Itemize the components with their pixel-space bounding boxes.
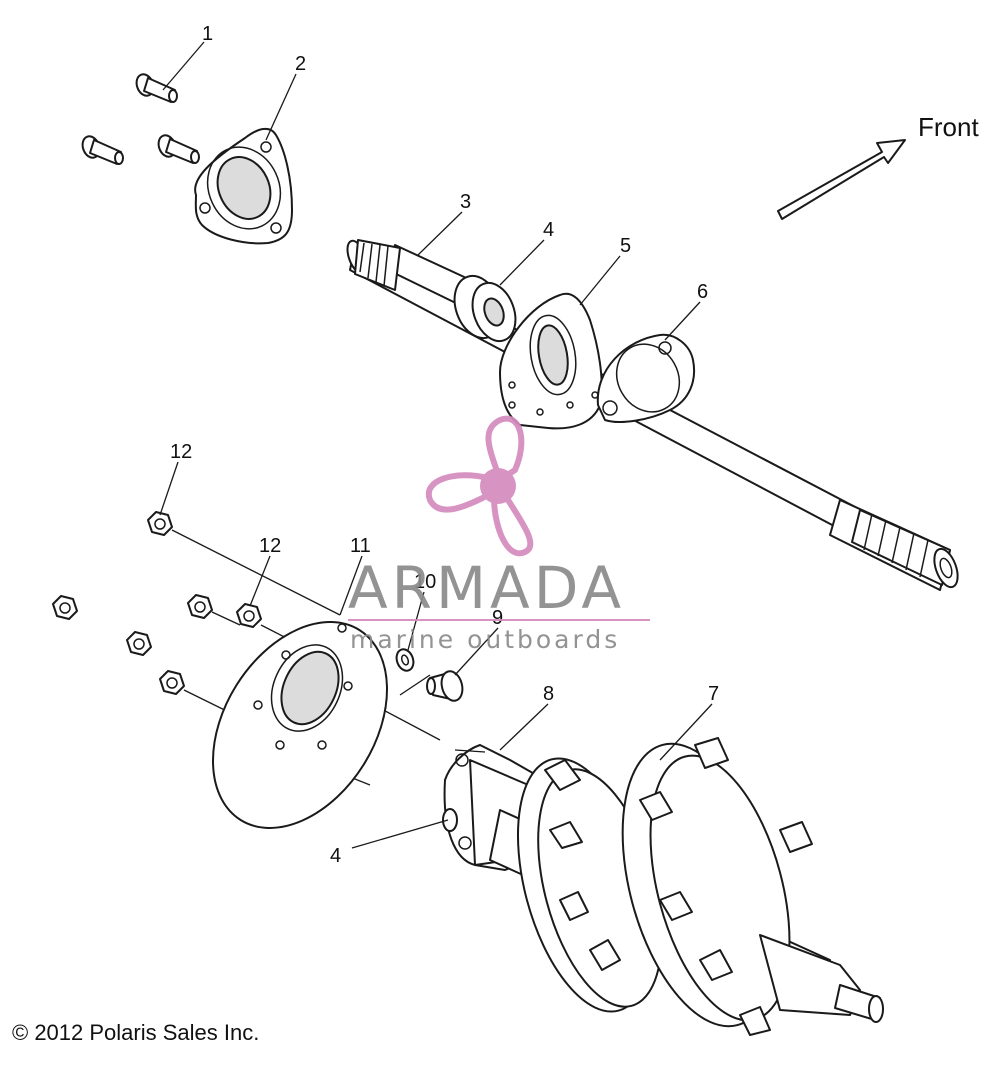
nut-part-12a (147, 511, 173, 536)
nut-part-12b (236, 603, 262, 628)
callout-10: 10 (414, 571, 436, 593)
callout-9: 9 (492, 607, 503, 629)
front-arrow (777, 139, 906, 220)
callout-6: 6 (697, 281, 708, 303)
propeller-logo (425, 415, 534, 557)
washer-part-10 (395, 648, 415, 672)
nut-unlabeled-2 (187, 594, 213, 619)
gasket-part-6 (596, 333, 695, 423)
drive-sprocket-part-7 (489, 737, 884, 1036)
callout-5: 5 (620, 235, 631, 257)
watermark-brand: ARMADA (348, 554, 625, 622)
plate-part-11 (212, 621, 388, 829)
callout-2: 2 (295, 53, 306, 75)
bearing-part-4-lower (442, 808, 458, 832)
screw-part-1c (157, 134, 200, 164)
armada-watermark: ARMADA marine outboards (348, 415, 650, 654)
bearing-flange-part-5 (499, 292, 603, 430)
screw-part-1a (135, 73, 178, 103)
pin-part-9 (426, 670, 464, 702)
front-label: Front (918, 112, 979, 142)
callout-12-lower: 12 (259, 535, 281, 557)
callout-7: 7 (708, 683, 719, 705)
callout-4-lower: 4 (330, 845, 341, 867)
callout-4-upper: 4 (543, 219, 554, 241)
nut-unlabeled-4 (159, 670, 185, 695)
copyright-text: © 2012 Polaris Sales Inc. (12, 1020, 259, 1045)
screw-part-1b (81, 135, 124, 165)
callout-12-upper: 12 (170, 441, 192, 463)
bearing-part-4-upper (453, 275, 517, 343)
callout-8: 8 (543, 683, 554, 705)
watermark-tagline: marine outboards (350, 625, 620, 654)
callout-3: 3 (460, 191, 471, 213)
nut-unlabeled-3 (126, 631, 152, 656)
nut-unlabeled-1 (52, 595, 78, 620)
flange-plate-part-2 (194, 127, 293, 245)
callout-11: 11 (350, 535, 371, 557)
callout-1: 1 (202, 23, 213, 45)
